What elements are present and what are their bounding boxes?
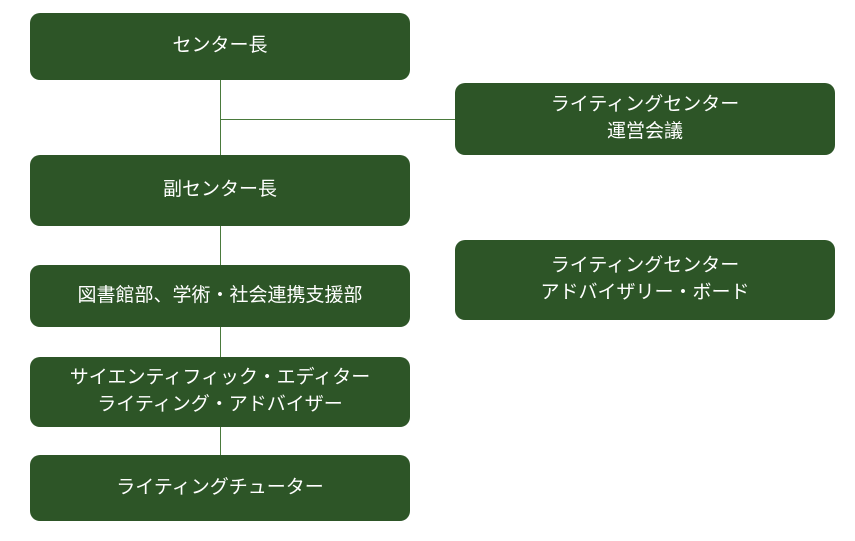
- connector-to-steering-committee: [220, 119, 455, 120]
- node-advisory-board: ライティングセンター アドバイザリー・ボード: [455, 240, 835, 320]
- connector-center-to-deputy: [220, 80, 221, 155]
- node-steering-committee: ライティングセンター 運営会議: [455, 83, 835, 155]
- connector-deputy-to-library: [220, 226, 221, 265]
- node-library-dept: 図書館部、学術・社会連携支援部: [30, 265, 410, 327]
- connector-editor-to-tutor: [220, 427, 221, 455]
- node-deputy-director: 副センター長: [30, 155, 410, 226]
- connector-library-to-editor: [220, 327, 221, 357]
- node-center-director: センター長: [30, 13, 410, 80]
- node-writing-tutor: ライティングチューター: [30, 455, 410, 521]
- node-scientific-editor: サイエンティフィック・エディター ライティング・アドバイザー: [30, 357, 410, 427]
